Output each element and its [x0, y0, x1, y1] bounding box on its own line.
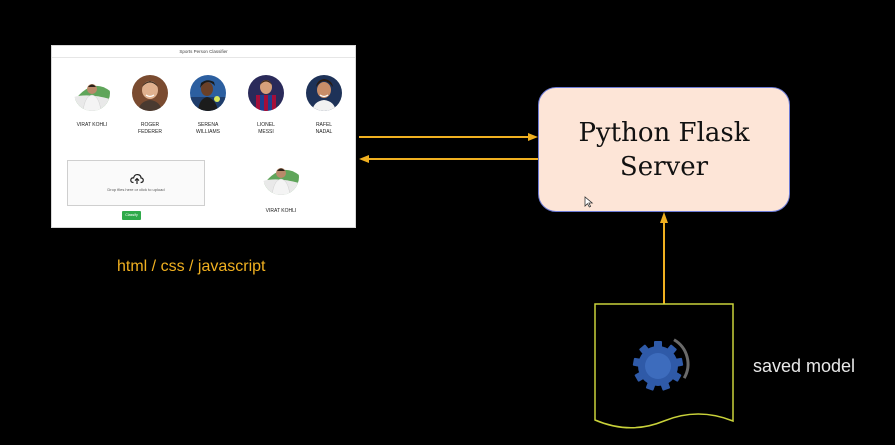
- upload-dropzone[interactable]: Drop files here or click to upload: [67, 160, 205, 206]
- server-label: Python Flask Server: [578, 118, 750, 182]
- mouse-cursor-icon: [584, 196, 594, 208]
- lionel-messi-photo: [248, 75, 284, 111]
- saved-model-document: [594, 303, 734, 429]
- classify-button[interactable]: Classify: [122, 211, 141, 220]
- serena-williams-photo: [190, 75, 226, 111]
- player-name: VIRAT KOHLI: [76, 122, 108, 128]
- saved-model-label: saved model: [753, 356, 856, 376]
- rafael-nadal-photo: [306, 75, 342, 111]
- player-card-lionel-messi[interactable]: LIONEL MESSI: [243, 75, 289, 136]
- arrow-to-server: [359, 133, 538, 141]
- result-name: VIRAT KOHLI: [265, 208, 297, 214]
- player-name: LIONEL MESSI: [257, 122, 275, 135]
- virat-kohli-photo: [74, 75, 110, 111]
- virat-kohli-result-photo: [263, 159, 299, 195]
- player-name: RAFEL NADAL: [315, 122, 333, 135]
- web-app-screenshot: Sports Person Classifier VIRAT KOHLI: [51, 45, 356, 228]
- player-card-roger-federer[interactable]: ROGER FEDERER: [127, 75, 173, 136]
- player-card-rafael-nadal[interactable]: RAFEL NADAL: [301, 75, 347, 136]
- roger-federer-photo: [132, 75, 168, 111]
- player-card-virat-kohli[interactable]: VIRAT KOHLI: [69, 75, 115, 129]
- dropzone-text: Drop files here or click to upload: [107, 187, 165, 192]
- player-name: SERENA WILLIAMS: [196, 122, 220, 135]
- player-name: ROGER FEDERER: [138, 122, 162, 135]
- arrow-to-client: [359, 155, 538, 163]
- arrow-model-to-server: [660, 212, 668, 305]
- classification-result: VIRAT KOHLI: [258, 159, 304, 215]
- app-title: Sports Person Classifier: [179, 49, 228, 54]
- python-flask-server-box: Python Flask Server: [538, 87, 790, 212]
- title-divider: [52, 57, 355, 58]
- player-card-serena-williams[interactable]: SERENA WILLIAMS: [185, 75, 231, 136]
- gear-icon: [630, 334, 690, 394]
- cloud-upload-icon: [130, 173, 144, 184]
- frontend-caption: html / css / javascript: [117, 258, 266, 275]
